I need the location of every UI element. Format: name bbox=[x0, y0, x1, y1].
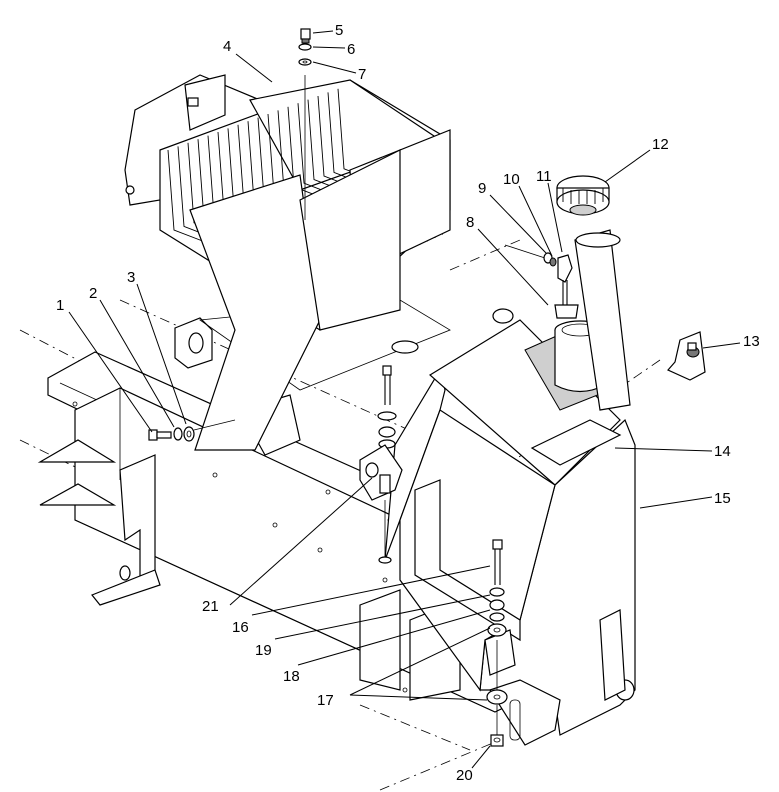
side-bolt-stack bbox=[148, 419, 236, 442]
callout-15: 15 bbox=[714, 490, 731, 507]
callout-19: 19 bbox=[255, 642, 272, 659]
fuel-cap bbox=[556, 175, 610, 216]
radiator-screen bbox=[159, 79, 451, 451]
callout-18: 18 bbox=[283, 668, 300, 685]
callout-labels: 1 2 3 4 5 6 7 8 9 10 11 12 13 14 15 16 1… bbox=[56, 22, 760, 784]
callout-2: 2 bbox=[89, 285, 97, 302]
callout-7: 7 bbox=[358, 66, 366, 83]
callout-14: 14 bbox=[714, 443, 731, 460]
tank-bracket bbox=[667, 331, 706, 381]
callout-5: 5 bbox=[335, 22, 343, 39]
callout-20: 20 bbox=[456, 767, 473, 784]
top-screw-stack bbox=[298, 28, 312, 220]
callout-3: 3 bbox=[127, 269, 135, 286]
callout-10: 10 bbox=[503, 171, 520, 188]
callout-6: 6 bbox=[347, 41, 355, 58]
callout-4: 4 bbox=[223, 38, 231, 55]
callout-21: 21 bbox=[202, 598, 219, 615]
callout-12: 12 bbox=[652, 136, 669, 153]
callout-8: 8 bbox=[466, 214, 474, 231]
hose-fitting bbox=[504, 244, 579, 319]
callout-17: 17 bbox=[317, 692, 334, 709]
mount-bolt-stack-lower bbox=[486, 539, 508, 747]
fuel-tank bbox=[384, 229, 636, 746]
callout-13: 13 bbox=[743, 333, 760, 350]
callout-16: 16 bbox=[232, 619, 249, 636]
callout-1: 1 bbox=[56, 297, 64, 314]
leader-lines bbox=[68, 30, 741, 769]
callout-11: 11 bbox=[536, 168, 552, 185]
callout-9: 9 bbox=[478, 180, 486, 197]
grille-bar bbox=[167, 149, 214, 246]
mount-bolt-stack-upper bbox=[359, 365, 403, 564]
